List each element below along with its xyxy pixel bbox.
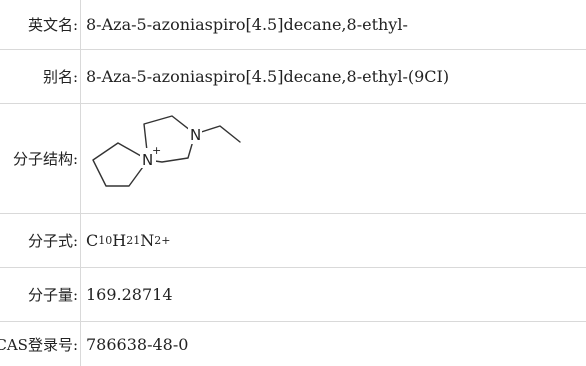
- row-english-name: 英文名: 8-Aza-5-azoniaspiro[4.5]decane,8-et…: [0, 0, 586, 50]
- alias-value: 8-Aza-5-azoniaspiro[4.5]decane,8-ethyl-(…: [86, 67, 450, 86]
- formula-carbon: C: [86, 231, 99, 250]
- alias-label: 别名:: [42, 68, 78, 86]
- cas-label: CAS登录号:: [0, 335, 78, 354]
- n-plus-mask: [140, 148, 156, 168]
- structure-label: 分子结构:: [12, 150, 78, 168]
- english-name-value: 8-Aza-5-azoniaspiro[4.5]decane,8-ethyl-: [86, 15, 408, 34]
- atom-charge: +: [152, 144, 161, 157]
- atom-n-plus: N: [142, 151, 153, 169]
- formula-nitrogen-count: 2: [154, 234, 162, 247]
- cas-value: 786638-48-0: [86, 334, 189, 354]
- molecular-structure-diagram: N + N: [92, 115, 241, 187]
- row-cas: CAS登录号: 786638-48-0: [0, 322, 586, 366]
- ethyl-chain: [194, 125, 241, 143]
- n-amine-mask: [188, 126, 202, 144]
- row-weight: 分子量: 169.28714: [0, 268, 586, 322]
- formula-label: 分子式:: [27, 232, 78, 250]
- formula-hydrogen: H: [112, 231, 127, 250]
- row-structure: 分子结构:: [0, 104, 586, 214]
- row-alias: 别名: 8-Aza-5-azoniaspiro[4.5]decane,8-eth…: [0, 50, 586, 104]
- column-divider: [80, 0, 81, 366]
- formula-nitrogen: N: [140, 231, 155, 250]
- atom-n-amine: N: [190, 126, 201, 144]
- weight-value: 169.28714: [86, 285, 173, 304]
- weight-label: 分子量:: [27, 286, 78, 304]
- pyrrolidine-ring: [92, 142, 149, 187]
- formula-hydrogen-count: 21: [126, 234, 141, 247]
- english-name-label: 英文名:: [27, 16, 78, 34]
- formula-carbon-count: 10: [98, 234, 113, 247]
- formula-charge: +: [161, 234, 171, 247]
